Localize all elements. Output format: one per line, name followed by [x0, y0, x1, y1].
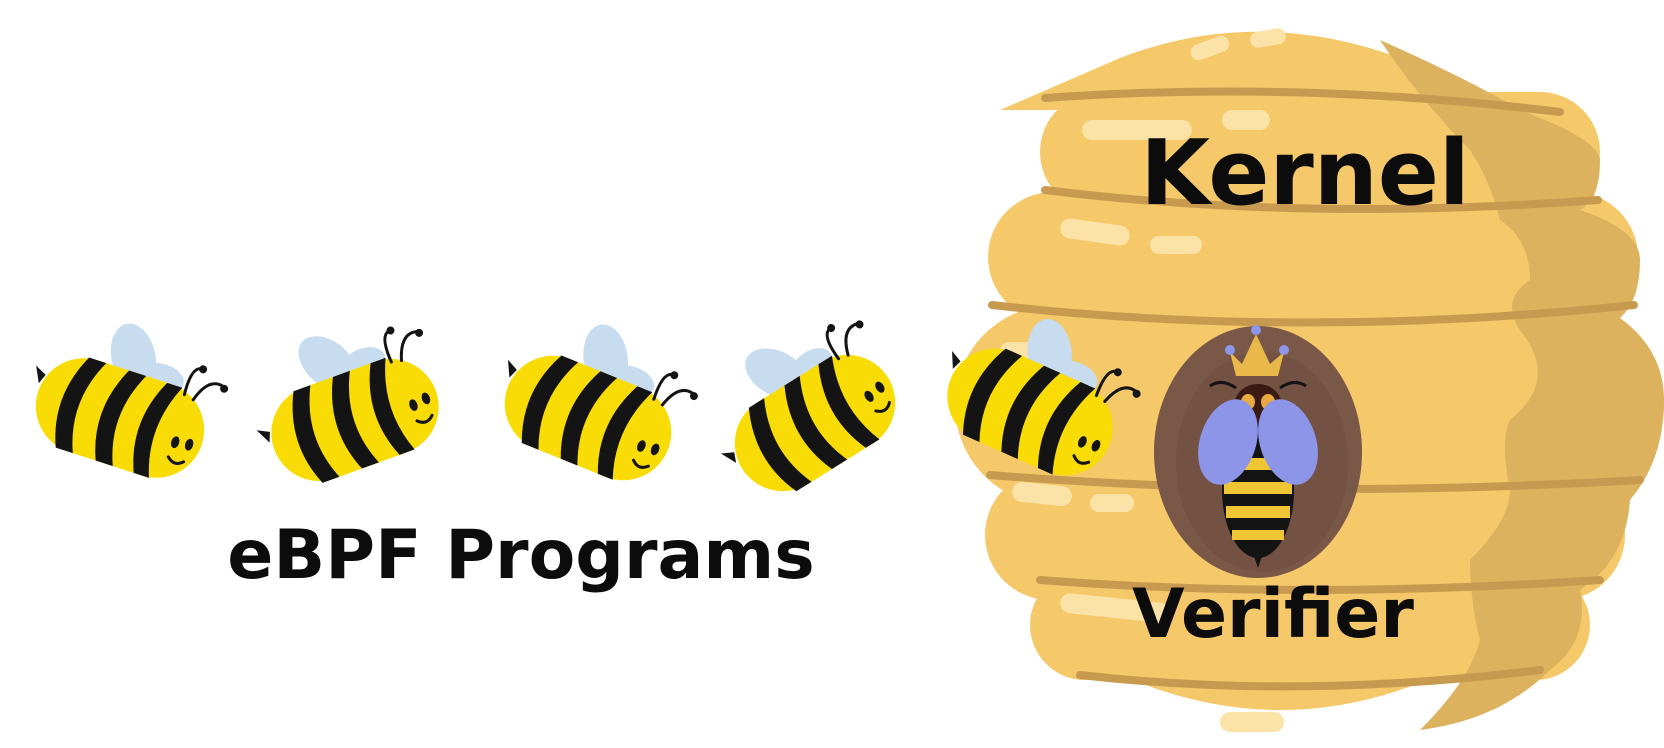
kernel-label: Kernel	[1140, 121, 1470, 226]
beehive-icon	[955, 28, 1664, 732]
ebpf-programs-label: eBPF Programs	[227, 516, 814, 595]
bee-icon	[479, 285, 716, 500]
bee-icon	[228, 290, 462, 500]
bee-icon	[12, 289, 243, 495]
verifier-label: Verifier	[1132, 575, 1414, 654]
bee-icon	[677, 284, 922, 517]
